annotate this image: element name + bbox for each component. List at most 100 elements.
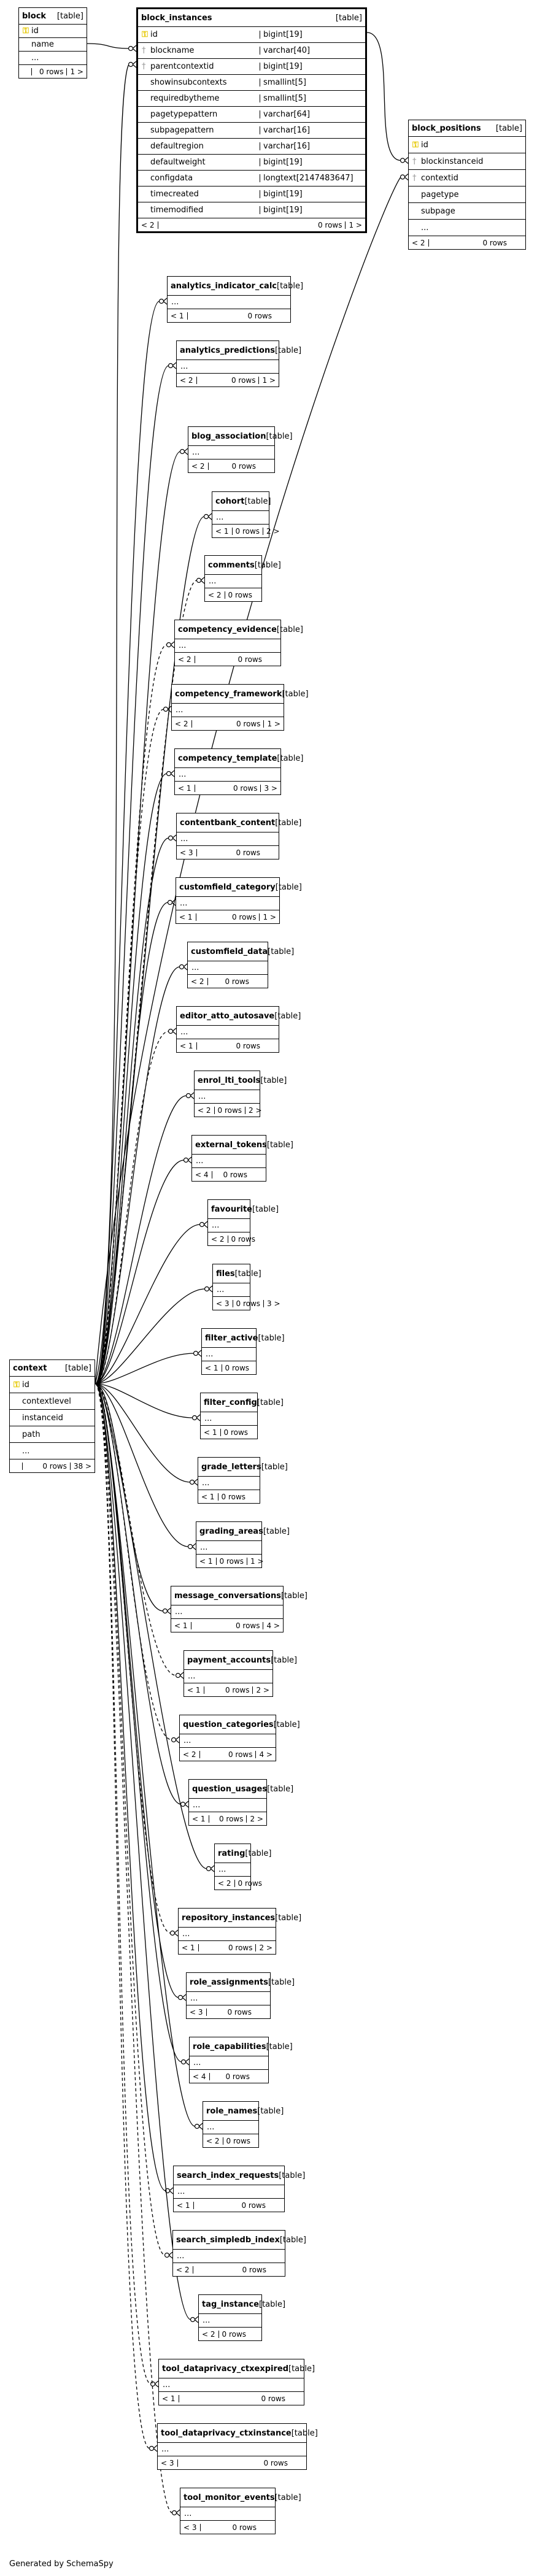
parent-count[interactable]: < 3: [184, 2523, 197, 2532]
parent-count[interactable]: < 4: [193, 2072, 206, 2081]
more-columns-row[interactable]: ...: [177, 359, 279, 373]
parent-count[interactable]: < 1: [177, 2201, 190, 2210]
table-name[interactable]: enrol_lti_tools: [198, 1075, 261, 1085]
child-count[interactable]: 2 >: [263, 527, 283, 535]
more-columns-row[interactable]: ...: [189, 1798, 266, 1812]
parent-count[interactable]: < 2: [218, 1878, 231, 1888]
column-row[interactable]: ⚿id: [10, 1376, 95, 1393]
parent-count[interactable]: < 4: [195, 1170, 209, 1179]
table-header[interactable]: block[table]: [19, 8, 87, 24]
table-header[interactable]: analytics_predictions[table]: [177, 341, 301, 359]
table-name[interactable]: competency_evidence: [178, 625, 277, 634]
parent-count[interactable]: < 2: [191, 461, 205, 471]
table-header[interactable]: tool_dataprivacy_ctxexpired[table]: [159, 2359, 315, 2378]
more-columns-row[interactable]: ...: [409, 219, 525, 236]
table-header[interactable]: competency_evidence[table]: [175, 620, 303, 639]
column-row[interactable]: †blockinstanceid: [409, 153, 525, 169]
child-count[interactable]: 4 >: [263, 1621, 283, 1629]
column-row[interactable]: contextlevel: [10, 1393, 95, 1409]
more-columns-row[interactable]: ...: [198, 1476, 260, 1490]
table-header[interactable]: tag_instance[table]: [199, 2295, 285, 2313]
column-row[interactable]: †contextid: [409, 169, 525, 186]
table-name[interactable]: customfield_category: [179, 882, 276, 892]
table-header[interactable]: context[table]: [10, 1360, 95, 1376]
more-columns-row[interactable]: ...: [159, 2378, 304, 2391]
column-row[interactable]: ⚿id: [409, 136, 525, 153]
table-name[interactable]: grade_letters: [201, 1462, 261, 1472]
child-count[interactable]: 38 >: [69, 1462, 95, 1470]
more-columns-row[interactable]: ...: [202, 1347, 256, 1361]
table-name[interactable]: files: [216, 1269, 235, 1278]
parent-count[interactable]: < 3: [216, 1299, 230, 1308]
table-header[interactable]: block_positions[table]: [409, 120, 525, 136]
parent-count[interactable]: < 2: [180, 375, 193, 385]
table-header[interactable]: grade_letters[table]: [198, 1458, 288, 1476]
parent-count[interactable]: < 1: [182, 1943, 195, 1952]
table-name[interactable]: competency_framework: [175, 689, 282, 699]
table-header[interactable]: competency_template[table]: [175, 749, 304, 767]
table-name[interactable]: competency_template: [178, 753, 277, 763]
table-header[interactable]: role_assignments[table]: [187, 1973, 295, 1991]
more-columns-row[interactable]: ...: [203, 2120, 258, 2134]
table-name[interactable]: cohort: [215, 496, 245, 506]
table-header[interactable]: question_categories[table]: [180, 1715, 300, 1734]
more-columns-row[interactable]: ...: [192, 1154, 266, 1167]
parent-count[interactable]: < 1: [180, 1041, 193, 1050]
parent-count[interactable]: < 3: [190, 2007, 203, 2017]
column-row[interactable]: instanceid: [10, 1409, 95, 1426]
parent-count[interactable]: < 1: [178, 783, 191, 793]
child-count[interactable]: 2 >: [246, 1815, 266, 1823]
parent-count[interactable]: < 3: [161, 2458, 174, 2467]
table-header[interactable]: role_names[table]: [203, 2102, 284, 2120]
more-columns-row[interactable]: ...: [174, 2185, 284, 2198]
more-columns-row[interactable]: ...: [188, 445, 274, 459]
more-columns-row[interactable]: ...: [213, 1283, 250, 1296]
table-name[interactable]: question_categories: [183, 1720, 274, 1729]
table-name[interactable]: tool_monitor_events: [184, 2493, 275, 2502]
more-columns-row[interactable]: ...: [179, 1927, 276, 1940]
table-header[interactable]: favourite[table]: [208, 1200, 279, 1218]
table-header[interactable]: question_usages[table]: [189, 1780, 293, 1798]
child-count[interactable]: 2 >: [245, 1106, 265, 1114]
table-header[interactable]: message_conversations[table]: [171, 1586, 307, 1605]
table-name[interactable]: external_tokens: [195, 1140, 267, 1150]
table-tool-dataprivacy-ctxinstance[interactable]: tool_dataprivacy_ctxinstance[table]...< …: [157, 2423, 318, 2470]
table-header[interactable]: tool_monitor_events[table]: [180, 2488, 301, 2507]
more-columns-row[interactable]: ...: [19, 51, 87, 64]
table-header[interactable]: contentbank_content[table]: [177, 813, 301, 832]
table-header[interactable]: comments[table]: [205, 556, 281, 574]
child-count[interactable]: 1 >: [247, 1557, 267, 1565]
parent-count[interactable]: < 1: [162, 2394, 176, 2403]
more-columns-row[interactable]: ...: [168, 295, 290, 309]
parent-count[interactable]: < 2: [198, 1105, 211, 1115]
table-name[interactable]: blog_association: [191, 431, 266, 441]
table-name[interactable]: block_instances: [141, 13, 212, 23]
more-columns-row[interactable]: ...: [201, 1412, 257, 1425]
more-columns-row[interactable]: ...: [199, 2313, 261, 2327]
parent-count[interactable]: < 1: [201, 1492, 215, 1501]
table-name[interactable]: filter_config: [204, 1398, 257, 1407]
more-columns-row[interactable]: ...: [212, 510, 269, 524]
table-name[interactable]: analytics_indicator_calc: [171, 281, 277, 291]
